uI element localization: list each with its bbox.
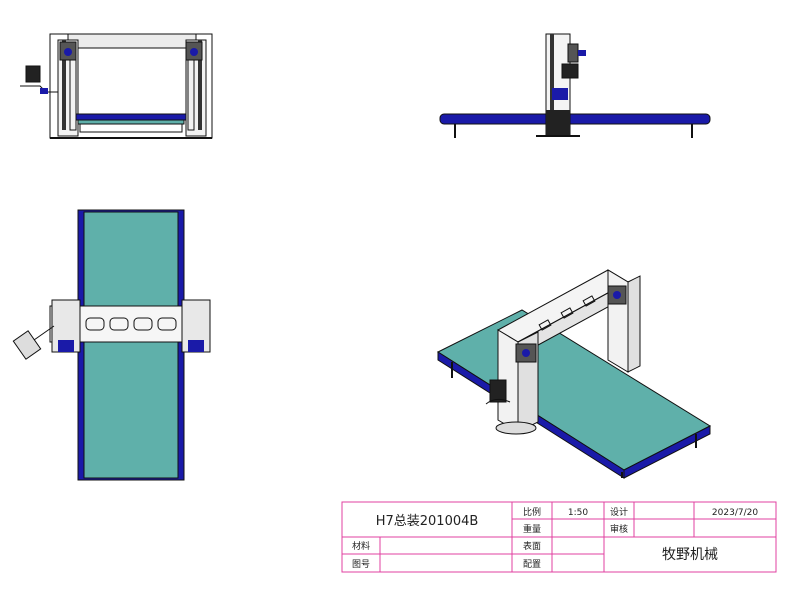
front-conveyor-base [79, 123, 183, 133]
iso-conveyor-side-right [623, 425, 711, 479]
top-control-arm [33, 325, 55, 341]
drawing-no-label: 图号 [352, 559, 370, 570]
front-control-screen [25, 65, 41, 83]
side-view [439, 33, 711, 138]
surface-label: 表面 [523, 540, 541, 552]
top-beam-slot-1 [85, 317, 105, 331]
title-block: H7总装201004B 比例 1:50 设计 2023/7/20 重量 审核 材… [341, 501, 777, 573]
config-label: 配置 [523, 559, 541, 570]
front-left-motor-hub [64, 48, 72, 56]
iso-left-motor-hub [522, 349, 530, 357]
front-view [20, 33, 213, 139]
date: 2023/7/20 [712, 508, 758, 518]
side-control-screen [561, 63, 579, 79]
company-name: 牧野机械 [662, 547, 718, 563]
side-column-rail [550, 34, 554, 134]
scale-label: 比例 [523, 506, 541, 518]
top-beam-slot-4 [157, 317, 177, 331]
side-motor-cap [578, 50, 586, 56]
iso-beam-slot-2 [560, 307, 574, 319]
top-view [12, 209, 211, 481]
iso-beam-slot-1 [538, 319, 552, 331]
front-control-arm [20, 85, 58, 93]
top-control-screen [12, 330, 42, 360]
scale-value: 1:50 [568, 508, 588, 518]
side-conveyor [439, 113, 711, 125]
front-right-rail [198, 40, 202, 130]
front-conveyor-belt [75, 113, 187, 121]
review-label: 审核 [610, 523, 628, 535]
top-conveyor-belt [83, 211, 179, 479]
iso-right-column-face [607, 269, 629, 373]
side-column-base [546, 110, 570, 136]
iso-right-column-side [627, 275, 641, 373]
drawing-title: H7总装201004B [376, 514, 479, 529]
top-beam-slot-2 [109, 317, 129, 331]
side-carriage [552, 88, 568, 100]
design-label: 设计 [610, 506, 628, 518]
iso-control-screen [489, 379, 507, 403]
front-top-beam [67, 33, 197, 49]
front-conveyor-belt-surface [77, 119, 185, 125]
top-left-head-motor [58, 340, 74, 352]
side-motor-head [567, 43, 579, 63]
isometric-view [436, 269, 712, 479]
top-beam-slot-3 [133, 317, 153, 331]
top-right-head-motor [188, 340, 204, 352]
iso-beam-slot-3 [582, 295, 596, 307]
weight-label: 重量 [523, 523, 541, 535]
front-left-rail [62, 40, 66, 130]
material-label: 材料 [352, 540, 370, 552]
front-right-motor-hub [190, 48, 198, 56]
iso-right-motor-hub [613, 291, 621, 299]
front-control-mount [40, 88, 48, 94]
iso-column-base [495, 421, 537, 435]
iso-control-arm [485, 398, 511, 405]
